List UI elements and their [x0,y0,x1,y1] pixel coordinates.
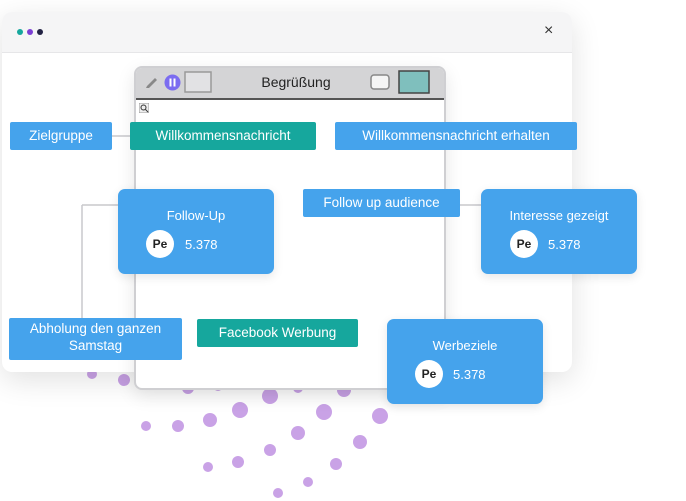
tag-zielgruppe[interactable]: Zielgruppe [10,122,112,150]
avatar: Pe [146,230,174,258]
tag-willkommensnachricht[interactable]: Willkommensnachricht [130,122,316,150]
search-icon[interactable] [139,103,149,113]
card-interesse-gezeigt[interactable]: Interesse gezeigt Pe 5.378 [481,189,637,274]
window-icon[interactable] [370,73,390,91]
pause-icon[interactable] [164,74,181,91]
card-werbeziele[interactable]: Werbeziele Pe 5.378 [387,319,543,404]
tag-abholung[interactable]: Abholung den ganzen Samstag [9,318,182,360]
inner-toolbar: Begrüßung [136,68,444,100]
subscriber-count: 5.378 [548,237,581,252]
card-title: Follow-Up [166,208,226,223]
card-title: Interesse gezeigt [509,208,609,223]
window-dot-2 [27,29,33,35]
card-follow-up[interactable]: Follow-Up Pe 5.378 [118,189,274,274]
panel-icon[interactable] [398,70,430,94]
window-title-bar: × [2,12,572,53]
inner-window-title: Begrüßung [261,74,331,90]
avatar: Pe [415,360,443,388]
window-dot-3 [37,29,43,35]
subscriber-count: 5.378 [453,367,486,382]
avatar: Pe [510,230,538,258]
window-dot-1 [17,29,23,35]
frame-icon[interactable] [184,71,212,93]
subscriber-count: 5.378 [185,237,218,252]
tag-facebook-werbung[interactable]: Facebook Werbung [197,319,358,347]
pencil-icon[interactable] [144,74,160,90]
card-title: Werbeziele [432,338,498,353]
close-icon[interactable]: × [544,22,554,39]
tag-willkommensnachricht-erhalten[interactable]: Willkommensnachricht erhalten [335,122,577,150]
tag-follow-up-audience[interactable]: Follow up audience [303,189,460,217]
